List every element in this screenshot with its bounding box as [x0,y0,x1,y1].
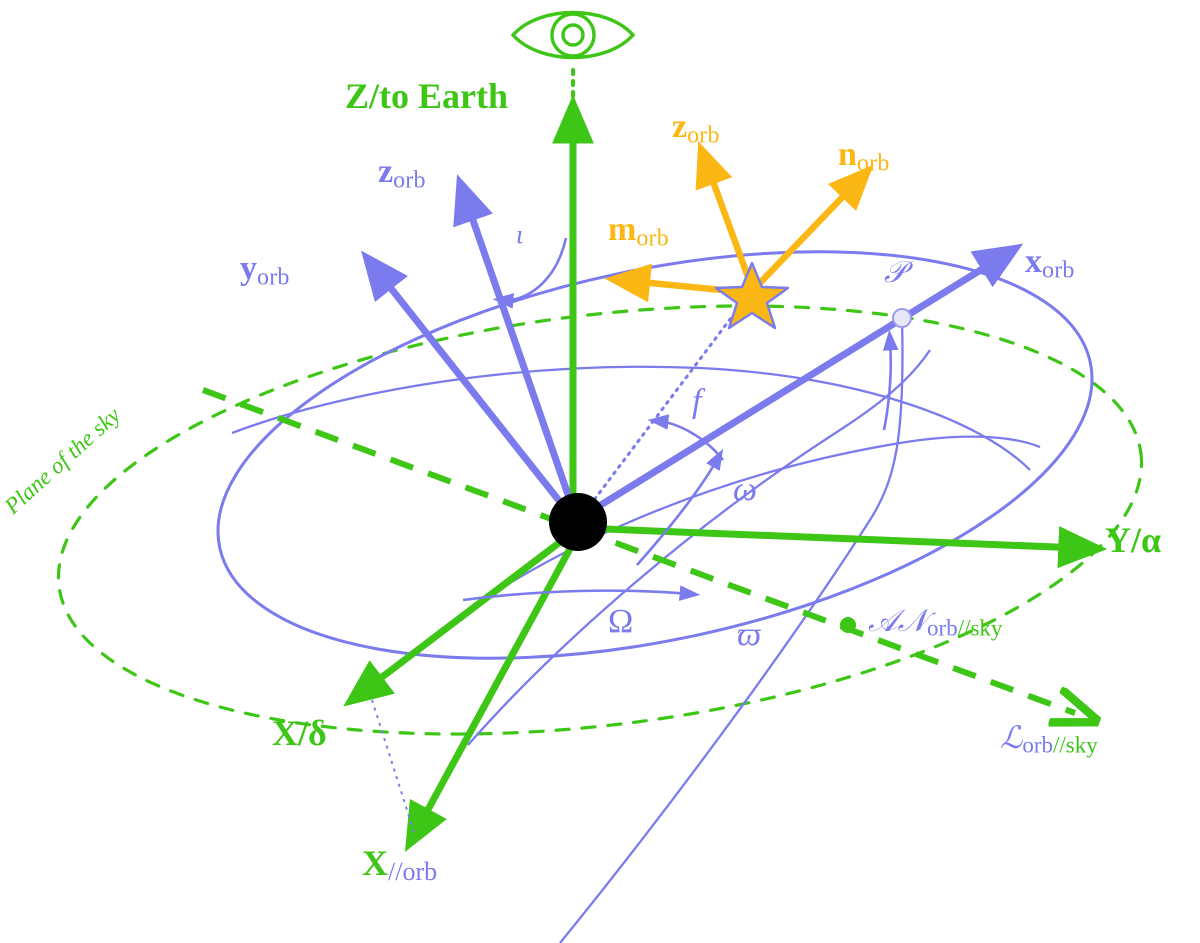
label-y-alpha: Y/α [1105,520,1162,560]
label-x-orb-purple-main: x [1025,243,1042,280]
label-z-orb-purple-main: z [378,153,394,190]
label-ascending-node-orb-sky: 𝒜𝒩orb//sky [868,605,1002,640]
label-line-of-nodes-symbol: ℒ [1000,720,1023,755]
label-z-orb-orange-main: z [672,108,688,145]
angle-arc-longitude-periastron [882,329,899,431]
angle-arc-inclination [492,237,568,309]
label-z-orb-purple: zorb [378,153,426,194]
eye-icon [510,10,636,60]
label-z-orb-orange: zorb [672,108,720,149]
label-z-orb-orange-sub: orb [687,122,720,149]
axis-x-parallel-orb [404,532,582,852]
label-n-orb-orange-main: n [838,136,857,173]
label-y-orb-purple: yorb [240,250,290,291]
label-angle-longitude-node: Ω [608,603,634,640]
vector-z-orb-orange [695,141,756,290]
central-body-dot [549,493,607,551]
angle-arc-argument-periastron [636,448,724,566]
label-line-of-nodes-orb-sky: ℒorb//sky [1000,722,1098,757]
label-line-of-nodes-suffix: //sky [1053,732,1098,758]
angle-arc-true-anomaly [647,414,725,461]
vector-n-orb-orange [754,164,874,289]
axis-y-alpha [579,524,1108,569]
label-line-of-nodes-sub: orb [1022,732,1053,758]
periastron-point-marker [892,308,912,328]
label-x-parallel-orb: X//orb [362,845,437,885]
label-ascending-node-symbol: 𝒜𝒩 [868,603,928,638]
axis-z-orb [453,174,578,514]
label-ascending-node-sub: orb [927,615,958,641]
line-of-nodes [201,387,1075,713]
label-angle-true-anomaly: f [692,383,702,420]
axis-x-orb [581,243,1024,519]
label-z-orb-purple-sub: orb [393,167,426,194]
label-z-to-earth: Z/to Earth [345,76,509,116]
helper-line-x-projection [371,699,415,833]
label-periastron: 𝒫 [884,256,906,289]
label-n-orb-orange-sub: orb [856,150,890,177]
label-x-orb-purple-sub: orb [1042,257,1075,284]
label-n-orb-orange: norb [838,136,890,177]
angle-arc-longitude-node [462,585,701,602]
label-x-orb-purple: xorb [1025,243,1075,284]
label-x-parallel-orb-sub: //orb [388,857,438,887]
label-angle-argument-periastron: ω [733,471,758,508]
axis-x-delta [343,527,579,707]
label-y-orb-purple-sub: orb [257,264,290,291]
label-x-delta: X/δ [272,713,327,753]
ascending-node-marker [840,617,856,633]
purple-axes [361,174,1024,519]
label-ascending-node-suffix: //sky [957,615,1003,641]
label-m-orb-orange-sub: orb [636,225,669,252]
label-y-orb-purple-main: y [240,250,257,287]
radius-vector-dotted [583,288,754,514]
axis-y-orb [361,250,571,515]
label-m-orb-orange: morb [608,211,669,252]
label-m-orb-orange-main: m [608,211,637,248]
label-x-parallel-orb-main: X [362,843,388,883]
label-angle-longitude-periastron: ϖ [737,616,762,653]
star-icon [714,261,790,330]
label-angle-inclination: ι [516,220,524,249]
green-axes [343,94,1108,852]
